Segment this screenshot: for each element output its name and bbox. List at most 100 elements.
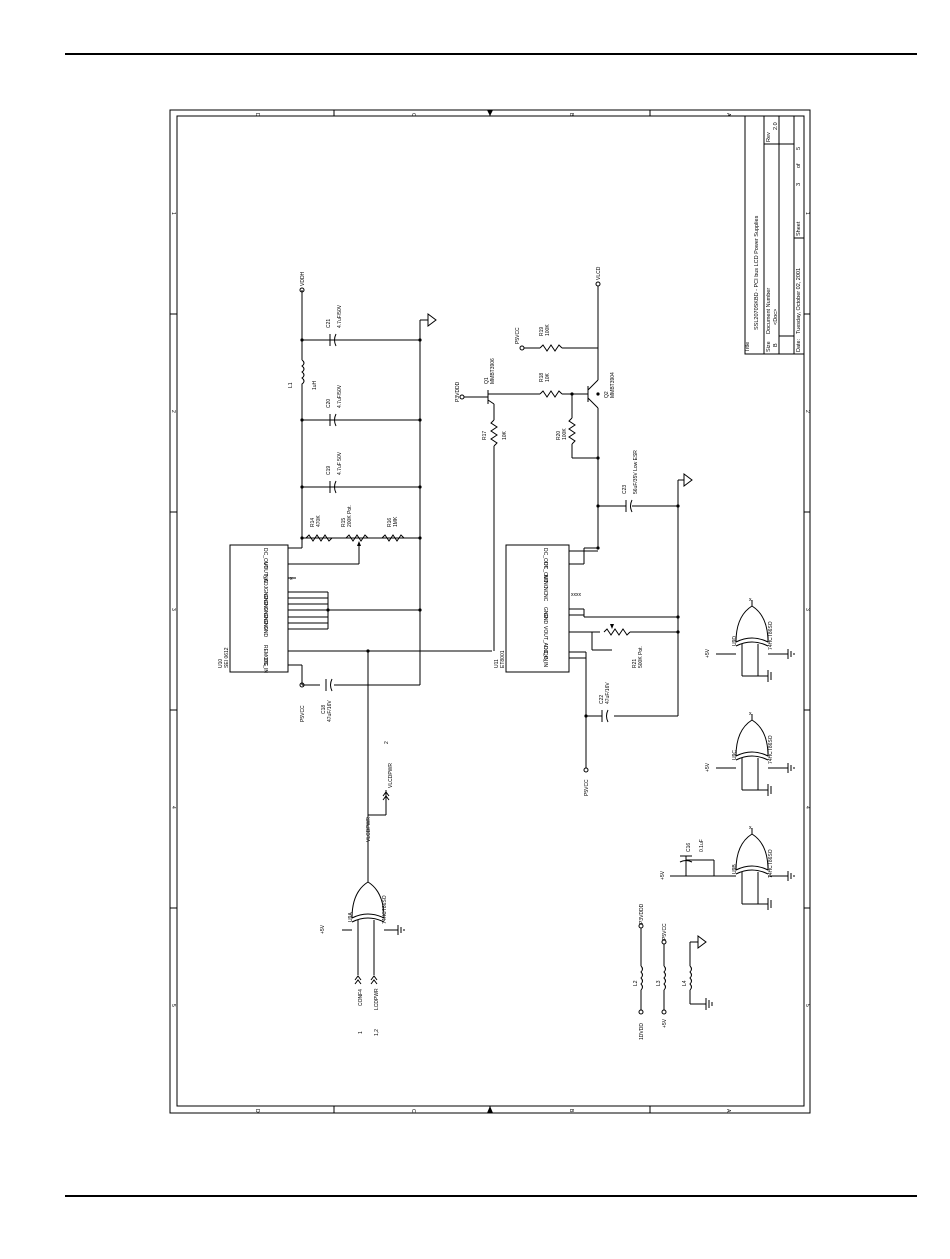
vlcd-terminal	[595, 281, 601, 287]
sheet-inner-frame	[176, 115, 805, 1107]
svg-text:DC_OUT: DC_OUT	[542, 562, 548, 583]
p5vcc-terminal	[299, 682, 305, 688]
r17-ref: R17	[482, 431, 488, 440]
l1-inductor	[301, 359, 305, 385]
col-label-4-right: 4	[804, 806, 810, 809]
jumper-pin-12: 1,2	[374, 1029, 380, 1036]
net-p3vddd: P3VDDD	[455, 381, 461, 402]
u9b-nc-mark: x	[749, 825, 752, 831]
svg-text:DC_IN: DC_IN	[542, 646, 548, 661]
u9a-ref: U9A	[348, 912, 354, 922]
svg-text:GND: GND	[262, 607, 268, 619]
l3-inductor	[663, 944, 666, 1010]
c21-value: 4.7uF/50V	[337, 304, 343, 328]
u9b-wires	[670, 828, 788, 910]
svg-text:GND: GND	[262, 588, 268, 600]
net-vlcdpwr-side: VLCDPWR	[366, 817, 372, 842]
q2-ref: Q2	[604, 391, 610, 398]
net-plus5v-u9d: +5V	[705, 648, 711, 658]
u10-nc-mark: x	[290, 576, 293, 582]
net-lcdpwr: LCDPWR	[374, 988, 380, 1010]
net-plus5v-u9a: +5V	[320, 924, 326, 934]
docnum-label: Document Number	[766, 288, 772, 334]
r18-resistor	[539, 390, 563, 398]
ground-symbol-lower	[678, 473, 693, 487]
svg-text:VOUT_ADJ: VOUT_ADJ	[262, 562, 268, 589]
net-vddh: VDDH	[300, 271, 306, 286]
net-conf4: CONF4	[358, 989, 364, 1006]
ground-symbol-l4-bottom	[705, 998, 713, 1010]
svg-text:GND: GND	[542, 613, 548, 625]
l2-ref: L2	[633, 980, 639, 986]
net-p5vcc-c: P5VCC	[584, 779, 590, 796]
col-label-3-left: 3	[170, 608, 176, 611]
u9c-wires	[716, 714, 788, 796]
col-label-3-right: 3	[804, 608, 810, 611]
c22-value: 47uF/16V	[605, 682, 611, 704]
u11-part: ET8001	[500, 650, 506, 668]
svg-text:GND: GND	[262, 619, 268, 631]
l4-inductor	[689, 941, 706, 1005]
date-value: Tuesday, October 02, 2001	[796, 268, 802, 334]
l2-terminal-bottom	[638, 1009, 644, 1015]
title-label: Title	[745, 342, 751, 352]
net-plus5v-u9b: +5V	[660, 870, 666, 880]
c23-capacitor	[625, 499, 633, 513]
u9c-nc-mark: x	[749, 711, 752, 717]
r20-resistor	[568, 417, 576, 445]
c22-ref: C22	[599, 695, 605, 704]
net-p5vcc-r: P5VCC	[662, 923, 668, 940]
row-label-d-bottom: D	[254, 1109, 260, 1113]
u9b-part: 74HCT86SO	[768, 849, 774, 878]
u11-module	[505, 544, 570, 673]
q1-transistor	[464, 390, 540, 420]
border-labels: D C B A D C B A 1 2 3 4 5 1 2 3 4 5	[170, 113, 810, 1113]
col-label-2-left: 2	[170, 410, 176, 413]
l3-terminal-bottom	[661, 1009, 667, 1015]
r20-value: 100K	[562, 428, 568, 440]
r16-ref: R16	[387, 518, 393, 527]
r15-potentiometer	[345, 534, 369, 542]
u10-part: SEI 0612	[224, 647, 230, 668]
svg-text:GND: GND	[542, 607, 548, 619]
r21-ref: R21	[632, 659, 638, 668]
title-text: SSL2070SKBD - PCI bus LCD Power Supplies	[754, 215, 760, 330]
r17-value: 10K	[502, 430, 508, 440]
vlcdpwr-offpage-arrow	[382, 791, 390, 801]
title-block: Title SSL2070SKBD - PCI bus LCD Power Su…	[744, 115, 805, 355]
c23-ref: C23	[622, 485, 628, 494]
row-label-b-bottom: B	[568, 1109, 574, 1113]
c19-value: 4.7uF 50V	[337, 451, 343, 475]
col-label-1-left: 1	[170, 212, 176, 215]
p5vcc-c-terminal	[583, 767, 589, 773]
u9c-ref: U9C	[732, 750, 738, 760]
r14-ref: R14	[310, 518, 316, 527]
ground-symbol-u9b	[767, 871, 795, 910]
svg-text:DC_IN: DC_IN	[262, 658, 268, 673]
r18-value: 10K	[545, 372, 551, 382]
u10-pin-wires	[288, 547, 492, 686]
r14-resistor	[305, 534, 333, 542]
c16-capacitor	[679, 855, 715, 876]
u10-ref: U10	[218, 659, 224, 668]
q1-ref: Q1	[484, 377, 490, 384]
u9d-xor-gate	[735, 605, 769, 647]
c16-value: 0.1uF	[699, 839, 705, 852]
c20-ref: C20	[326, 399, 332, 408]
u9d-nc-mark: x	[749, 597, 752, 603]
junction-remote	[366, 649, 370, 653]
conf4-offpage-arrow	[354, 975, 362, 985]
ground-symbol-upper	[420, 313, 437, 327]
r15-ref: R15	[341, 518, 347, 527]
sheet-value: 3	[796, 183, 802, 186]
r16-value: 1MK	[393, 516, 399, 527]
u11-pin-labels: DC_OUT DC_OUT NC NC NC NC GND GND VOUT_A…	[542, 548, 548, 667]
l1-ref: L1	[288, 382, 294, 388]
junction-dots	[300, 338, 680, 718]
r19-resistor	[539, 344, 563, 352]
svg-text:DC_IN: DC_IN	[542, 652, 548, 667]
net-p3vddd-r: P3VDDD	[639, 903, 645, 924]
svg-text:GND: GND	[262, 600, 268, 612]
col-label-5-left: 5	[170, 1004, 176, 1007]
